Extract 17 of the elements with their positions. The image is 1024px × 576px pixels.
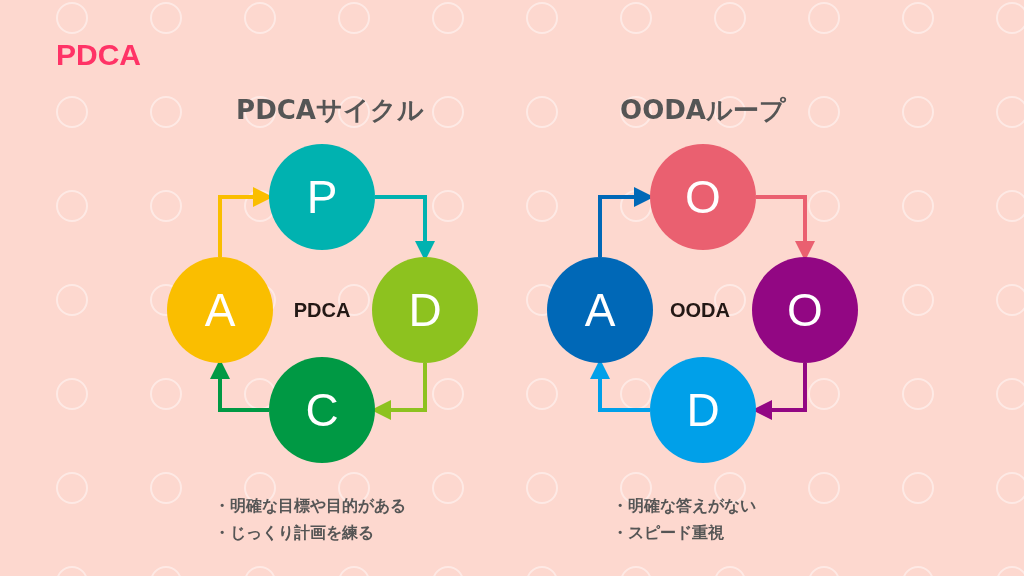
bullet-text: ・明確な目標や目的がある — [214, 495, 406, 517]
step-letter: C — [305, 383, 339, 437]
step-letter: D — [686, 383, 720, 437]
cycle-label: OODA — [670, 298, 730, 322]
section-heading: PDCAサイクル — [236, 93, 424, 127]
cycle-label: PDCA — [293, 298, 351, 322]
section-heading: OODAループ — [620, 93, 786, 127]
step-letter: D — [408, 283, 442, 337]
step-letter: O — [787, 283, 823, 337]
step-letter: P — [306, 170, 338, 224]
bullet-text: ・じっくり計画を練る — [214, 522, 374, 544]
step-letter: A — [204, 283, 236, 337]
bullet-text: ・スピード重視 — [612, 522, 724, 544]
bullet-text: ・明確な答えがない — [612, 495, 756, 517]
page-title: PDCA — [56, 38, 141, 72]
step-letter: A — [584, 283, 616, 337]
step-letter: O — [685, 170, 721, 224]
